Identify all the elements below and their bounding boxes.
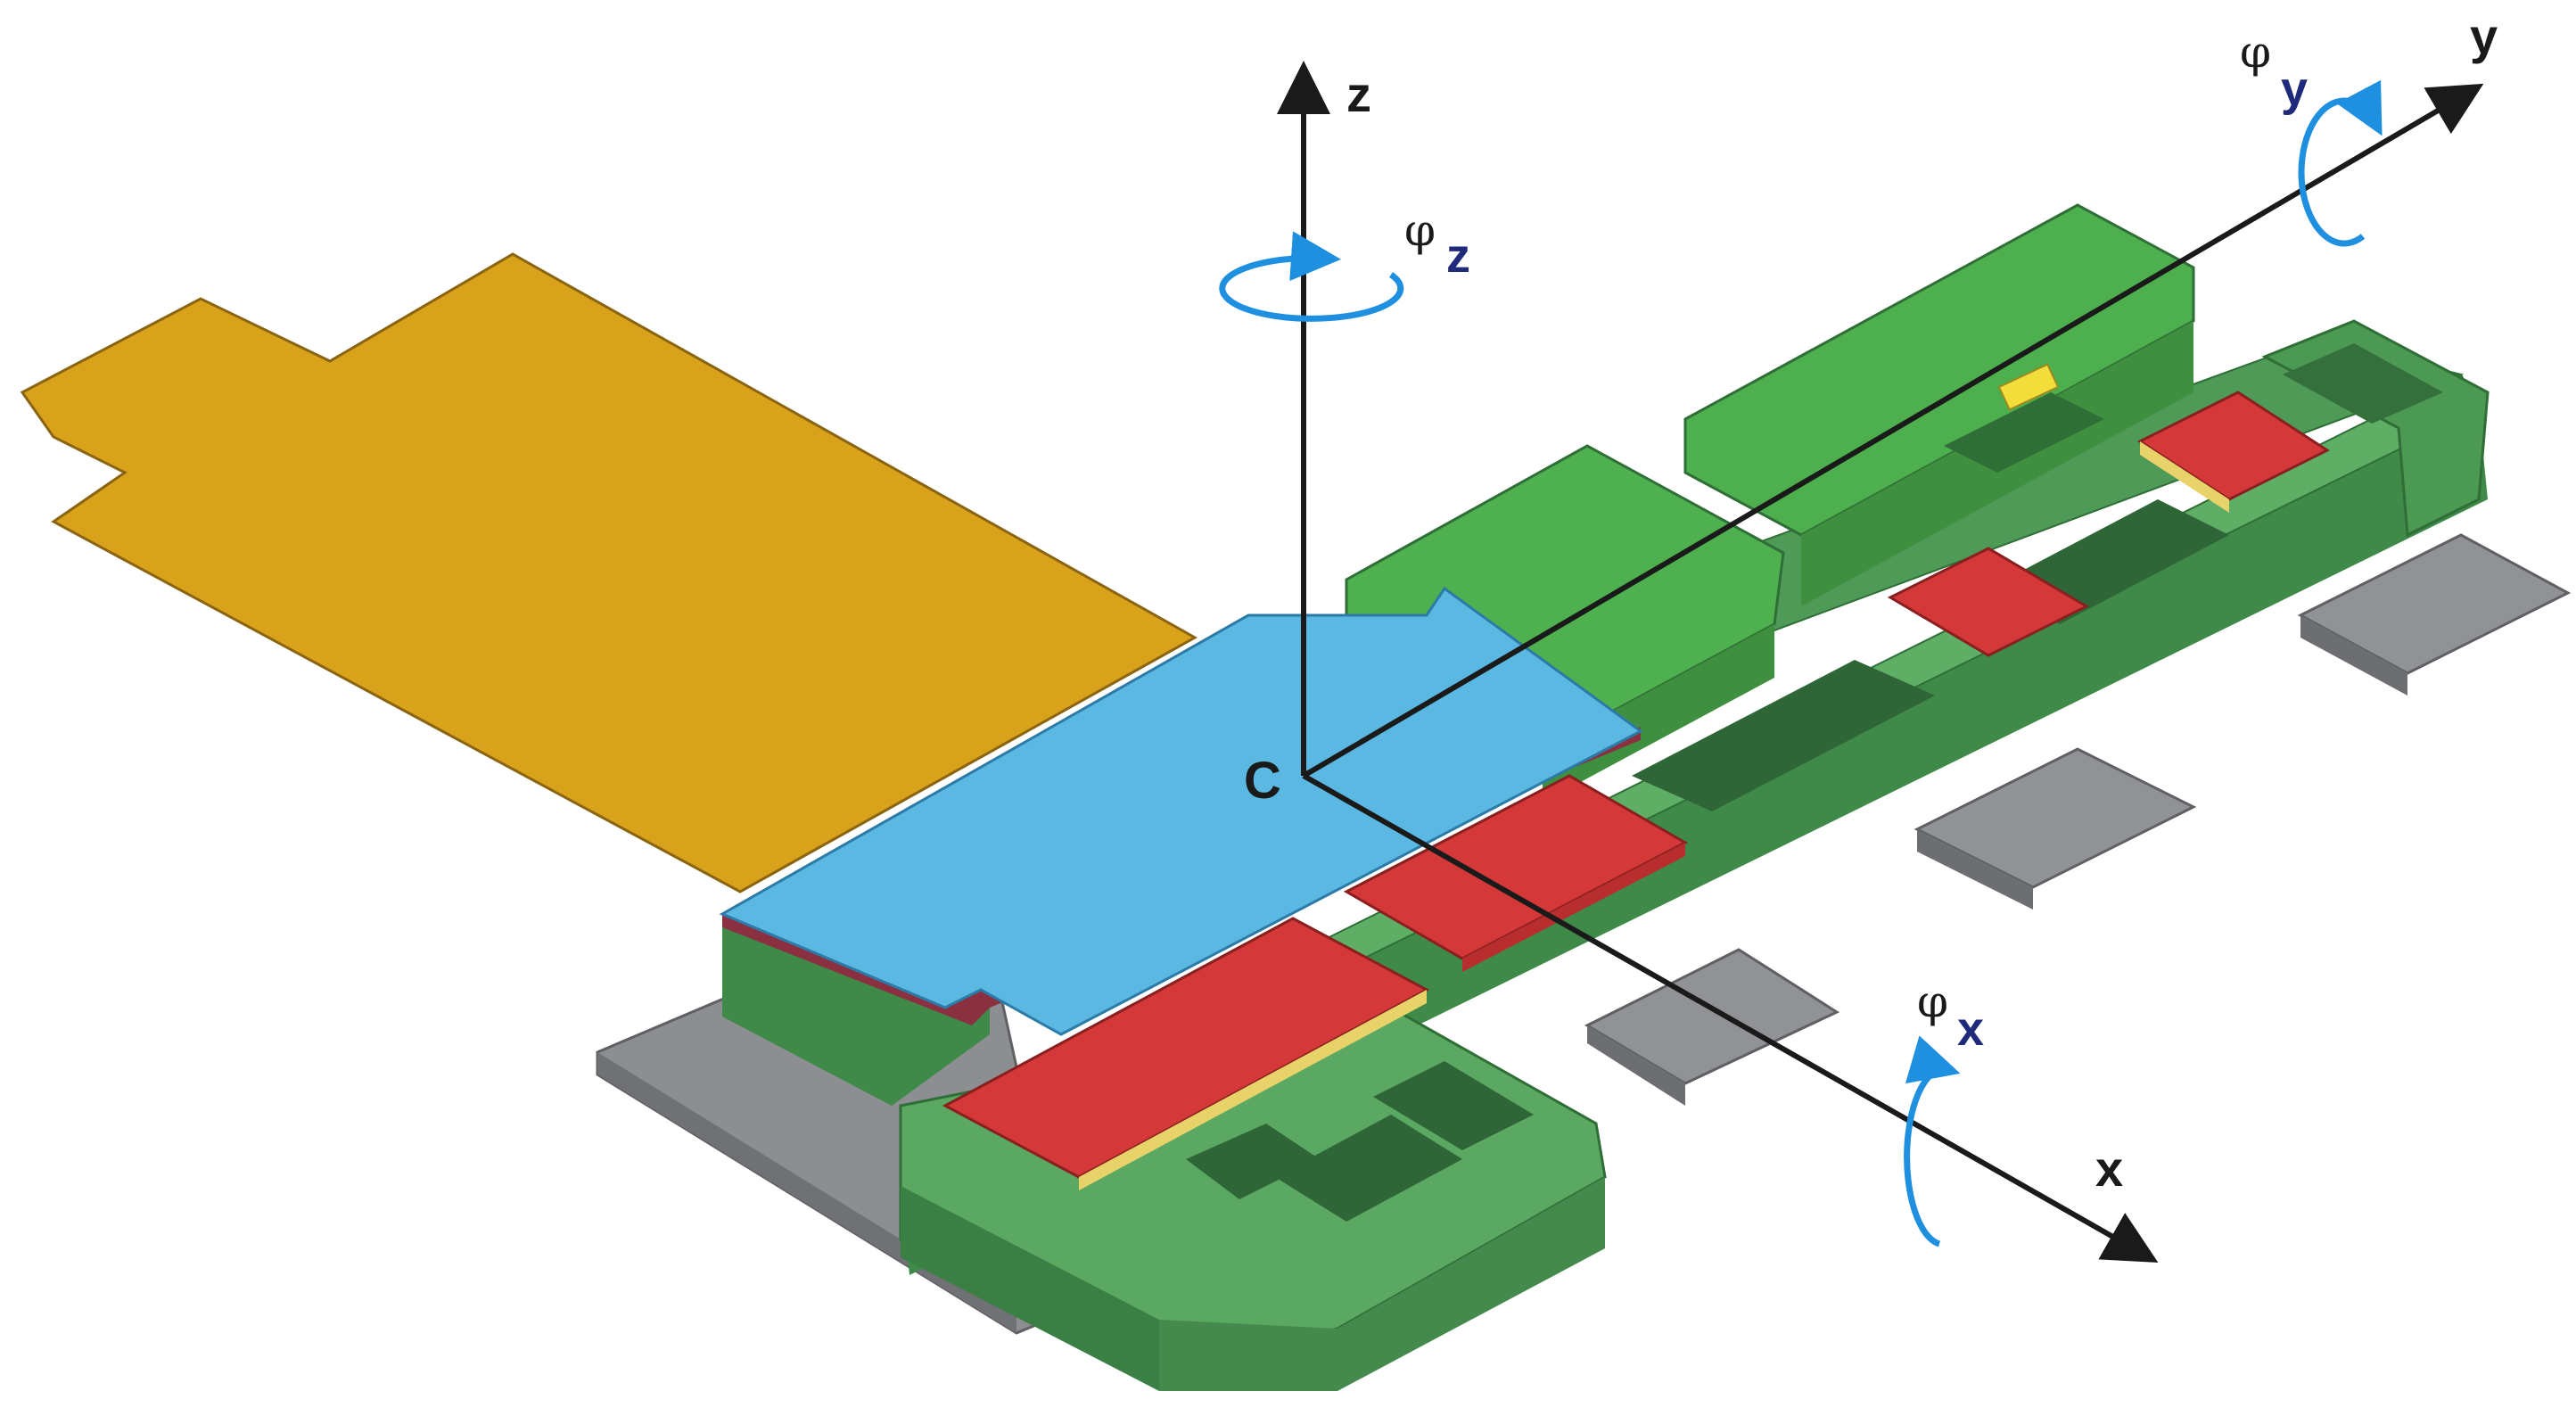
red-pad-front-long-edge (1079, 990, 1427, 1190)
blue-top-plate (719, 586, 1643, 1036)
flex-cable-sheet (20, 252, 1198, 893)
red-pad-rear-2 (2136, 391, 2331, 501)
green-blocks (1345, 203, 2195, 803)
red-pad-mid-edge (1462, 843, 1685, 972)
rotation-z-icon (1219, 231, 1404, 322)
base-pad-3-edge (2300, 615, 2407, 696)
frame-cavity-3 (1373, 1061, 1534, 1150)
frame-cavity-1 (1186, 1124, 1320, 1199)
rotation-y-icon (2298, 79, 2383, 247)
y-axis (1302, 83, 2484, 778)
rotation-arrows (1219, 79, 2383, 1247)
frame-front-box-side-2 (1159, 1177, 1605, 1391)
axis-labels: z y x C φ z φ y φ x (1244, 8, 2498, 1197)
rotation-x-icon (1904, 1035, 1961, 1247)
small-yellow-part (1997, 363, 2060, 411)
base-pad-3 (2297, 533, 2572, 675)
blue-top-plate-group (719, 586, 1643, 1106)
phi-z-symbol: φ (1404, 204, 1436, 256)
block-mid-side (1543, 624, 1774, 803)
base-pad-1-edge (1587, 1025, 1685, 1106)
frame-end-cavity (2283, 343, 2443, 424)
origin-label: C (1244, 752, 1281, 810)
y-axis-label: y (2470, 8, 2498, 64)
red-pad-rear-2-edge (2140, 441, 2229, 513)
flex-cable (20, 252, 1198, 893)
phi-y-subscript: y (2281, 62, 2308, 116)
phi-z-subscript: z (1446, 229, 1470, 283)
z-axis-label: z (1346, 66, 1371, 122)
frame-front-box-side (901, 1186, 1159, 1391)
x-axis (1302, 773, 2159, 1263)
coordinate-axes (1277, 61, 2484, 1263)
base-pad-2 (1913, 747, 2197, 889)
red-pads (942, 391, 2331, 1190)
phi-x-subscript: x (1957, 1002, 1984, 1056)
frame-cavity-4 (1632, 660, 1935, 811)
red-pad-rear-1 (1887, 547, 2090, 657)
frame-cavity-2 (1275, 1115, 1462, 1222)
base-pad-2-edge (1917, 829, 2033, 910)
block-rear-notch (1944, 392, 2104, 473)
phi-x-symbol: φ (1917, 976, 1948, 1027)
phi-y-symbol: φ (2240, 26, 2271, 78)
x-axis-label: x (2095, 1140, 2123, 1197)
